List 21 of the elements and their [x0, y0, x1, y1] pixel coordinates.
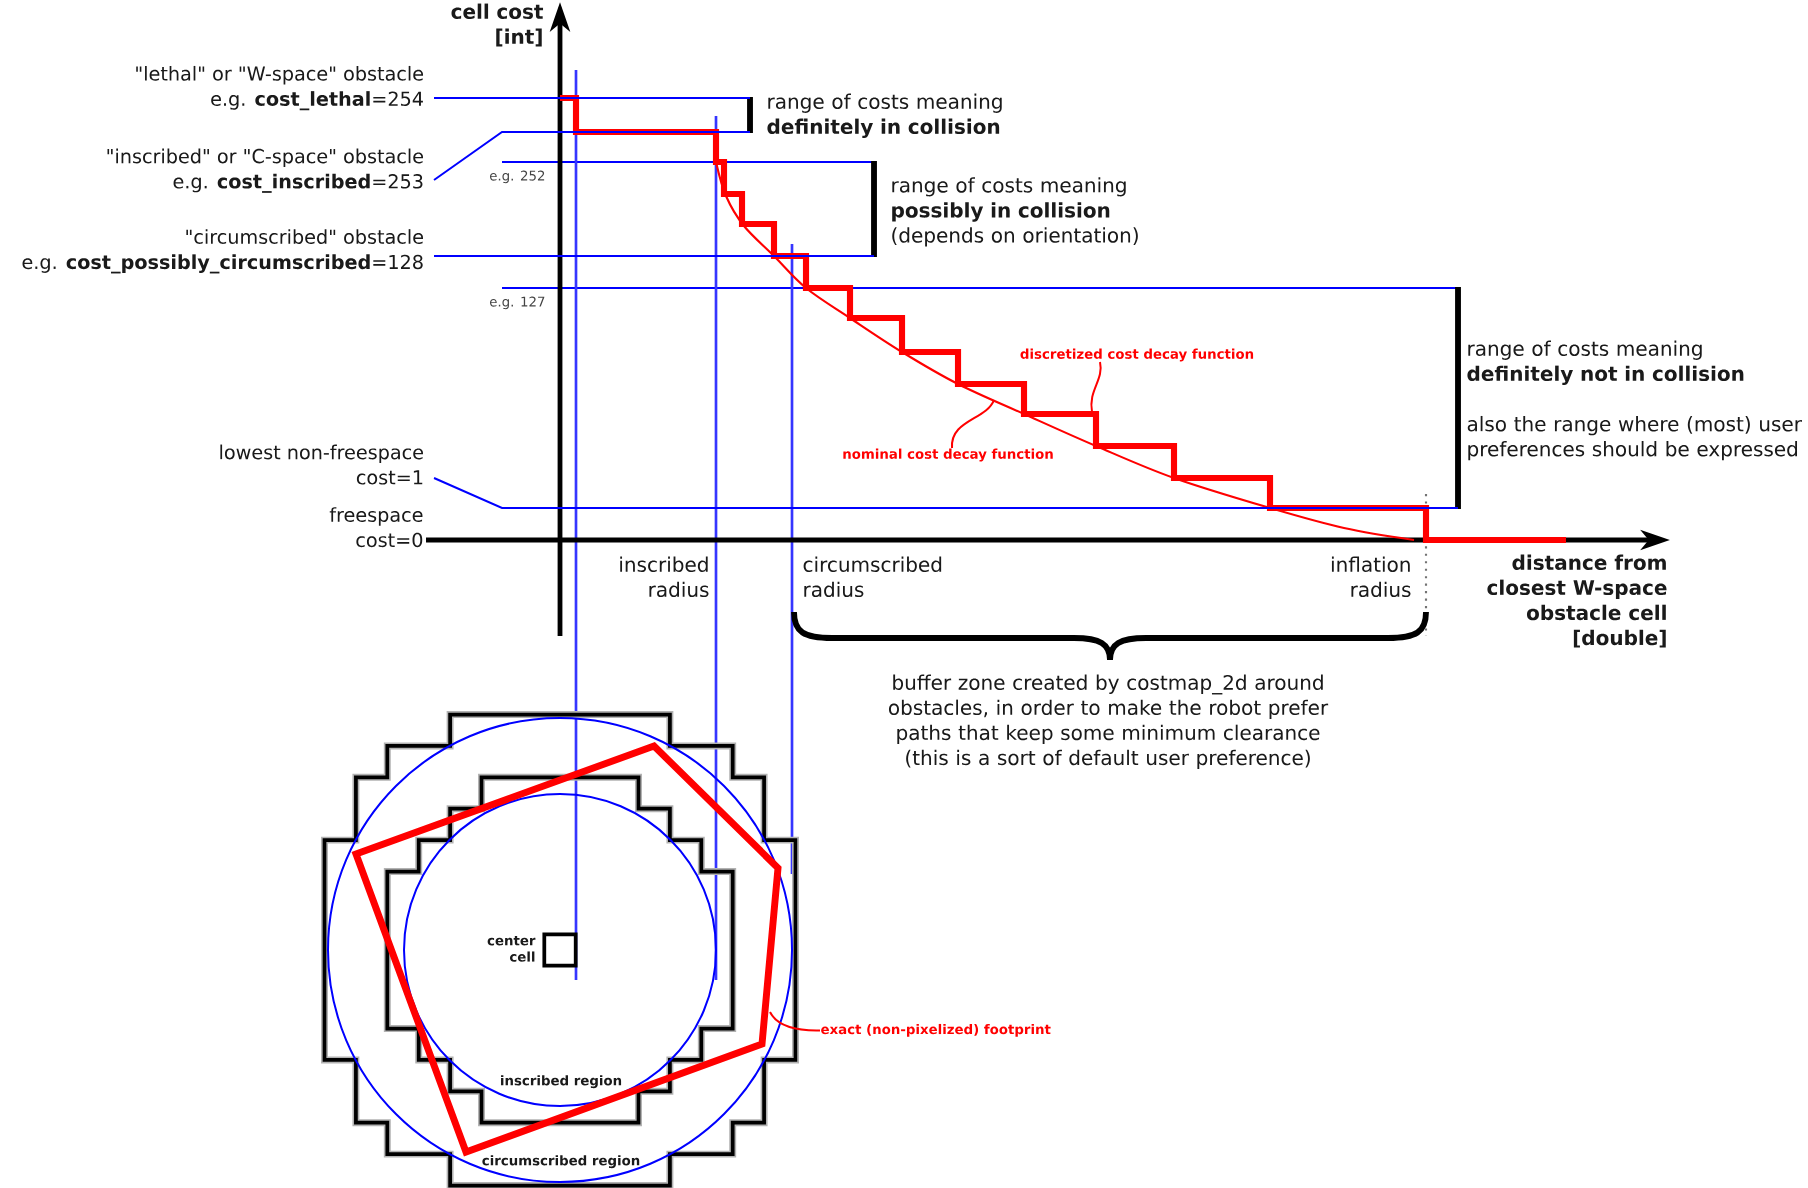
cost-label: lowest non-freespace cost=1 — [220, 444, 423, 485]
leader-line — [433, 477, 1459, 509]
obstacle-cost-label: "circumscribed" obstacle e.g. cost_possibly_circumscribed=128 — [22, 229, 423, 274]
note: buffer zone created by costmap_2d around obstacles, in order to make the robot prefer paths that keep some minimum clearance (this is a sort of default user preference) — [888, 674, 1329, 770]
obstacle-cost-label: "lethal" or "W-space" obstacle e.g. cost_lethal=254 — [136, 65, 423, 111]
leader-line — [433, 255, 875, 257]
radius-label: inscribed radius — [620, 556, 709, 598]
cost-label: freespace cost=0 — [329, 507, 423, 548]
axis-title: cell cost [int] — [451, 3, 544, 47]
axis-title: distance from closest W-space obstacle cell [double] — [1487, 554, 1667, 648]
leader-line — [433, 97, 751, 99]
radius-label: inflation radius — [1331, 556, 1411, 598]
range-note: range of costs meaning definitely not in collision — [1467, 340, 1744, 386]
leader-line — [1090, 361, 1102, 413]
leader-line — [951, 399, 995, 449]
note: also the range where (most) user preferences should be expressed — [1467, 415, 1802, 461]
range-note: range of costs meaning definitely in collision — [767, 93, 1002, 139]
radius-label: circumscribed radius — [803, 556, 942, 598]
range-note: range of costs meaning possibly in collision (depends on orientation) — [892, 177, 1138, 247]
leader-line — [433, 131, 751, 181]
obstacle-cost-label: "inscribed" or "C-space" obstacle e.g. cost_inscribed=253 — [107, 148, 423, 193]
